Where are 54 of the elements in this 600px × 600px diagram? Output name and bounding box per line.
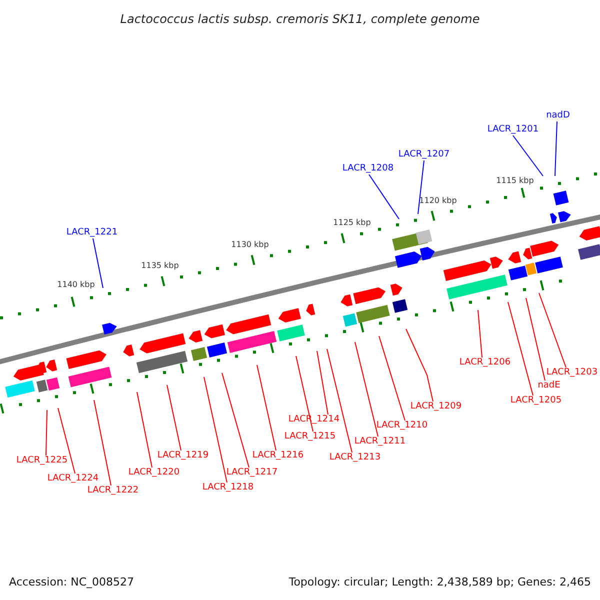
gene-label: LACR_1216 (252, 452, 304, 460)
gene-label: LACR_1222 (87, 486, 139, 496)
accession-text: Accession: NC_008527 (9, 576, 134, 588)
leader-line (136, 392, 152, 468)
leader-line (508, 302, 534, 396)
leader-line (478, 310, 482, 358)
leader-line (204, 376, 228, 483)
scale-label: 1135 kbp (141, 262, 179, 270)
scale-label: 1125 kbp (333, 219, 371, 227)
leader-line (92, 238, 104, 288)
leader-line (554, 121, 558, 176)
leader-line (378, 336, 406, 421)
scale-label: 1120 kbp (419, 197, 457, 205)
leader-line (316, 350, 328, 415)
gene-label: LACR_1205 (510, 396, 562, 406)
leader-line (94, 400, 112, 486)
gene-label: LACR_1219 (157, 452, 209, 460)
title: Lactococcus lactis subsp. cremoris SK11, complete genome (120, 13, 480, 25)
scale-label: 1115 kbp (496, 177, 534, 185)
gene-label: LACR_1211 (354, 438, 406, 446)
scale-label: 1130 kbp (231, 241, 269, 249)
gene-label: LACR_1217 (226, 468, 278, 478)
gene-label: LACR_1201 (487, 126, 539, 134)
gene-label: LACR_1206 (459, 358, 511, 368)
gene-label: LACR_1207 (398, 150, 450, 160)
leader-line (256, 364, 276, 451)
leader-line (326, 348, 352, 453)
gene-label: nadD (546, 112, 570, 120)
leader-line (368, 174, 400, 220)
leader-line (526, 298, 546, 381)
leader-line (222, 372, 250, 468)
gene-label: LACR_1213 (329, 454, 381, 462)
genome-summary-text: Topology: circular; Length: 2,438,589 bp; Genes: 2,465 (288, 576, 591, 588)
gene-label: LACR_1221 (66, 228, 118, 238)
leader-line (538, 292, 566, 368)
gene-label: LACR_1225 (16, 456, 68, 466)
gene-label: LACR_1218 (202, 484, 254, 492)
gene-label: LACR_1220 (128, 468, 180, 478)
gene-label: LACR_1224 (47, 474, 99, 484)
gene-label: LACR_1215 (284, 432, 336, 442)
leader-line (512, 135, 544, 176)
gene-label: LACR_1203 (546, 368, 598, 378)
gene-label: LACR_1208 (342, 164, 394, 174)
leader-line (406, 328, 434, 402)
leader-line (418, 160, 424, 214)
leader-line (354, 342, 378, 437)
leader-line (296, 356, 314, 432)
leader-line (46, 410, 48, 456)
scale-label: 1140 kbp (57, 281, 95, 289)
gene-label: nadE (538, 382, 560, 390)
leader-line (166, 384, 182, 451)
gene-label: LACR_1210 (376, 422, 428, 430)
gene-label: LACR_1209 (410, 402, 462, 412)
leader-line (58, 408, 76, 474)
